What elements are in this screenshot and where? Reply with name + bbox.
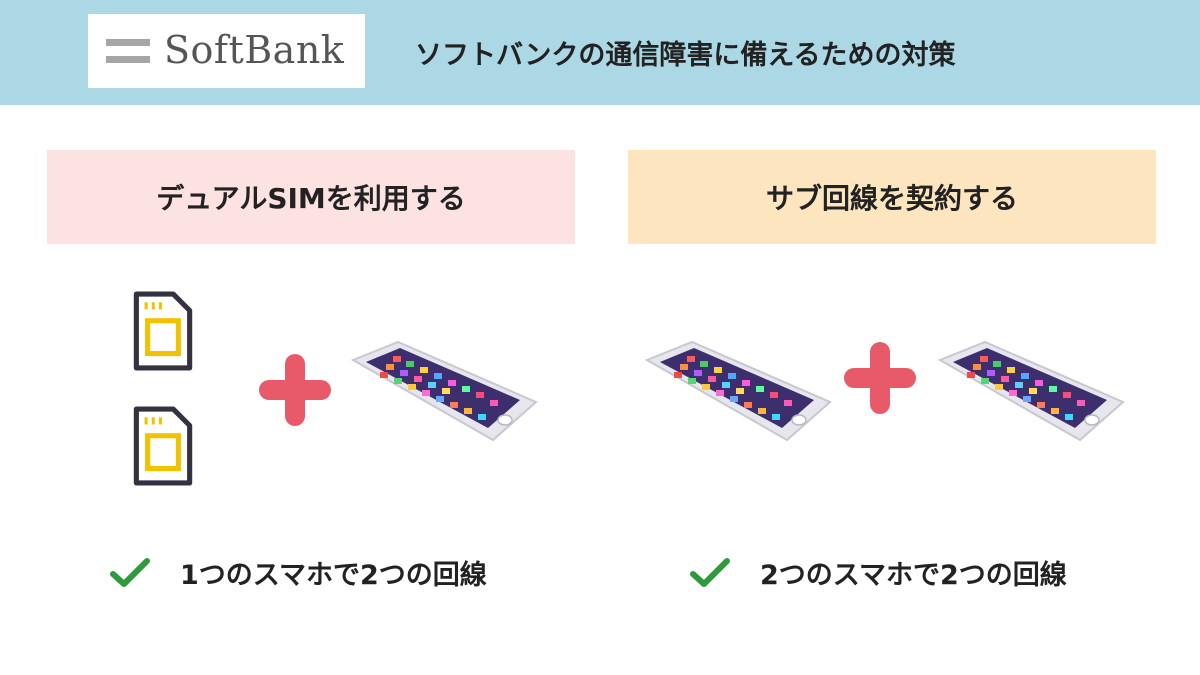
sim-card-icon (132, 290, 194, 372)
softbank-logo: SoftBank (88, 14, 365, 88)
right-bullet: 2つのスマホで2つの回線 (690, 553, 1067, 592)
plus-icon (840, 338, 920, 418)
left-bullet-text: 1つのスマホで2つの回線 (180, 560, 487, 591)
sub-line-label: サブ回線を契約する (765, 182, 1018, 215)
sub-line-panel: サブ回線を契約する (628, 150, 1156, 244)
dual-sim-label: デュアルSIMを利用する (156, 182, 466, 215)
checkmark-icon (110, 558, 150, 588)
header-banner: SoftBank ソフトバンクの通信障害に備えるための対策 (0, 0, 1200, 105)
smartphone-icon (935, 340, 1125, 450)
sim-card-icon (132, 405, 194, 487)
dual-sim-panel: デュアルSIMを利用する (47, 150, 575, 244)
logo-text: SoftBank (164, 28, 345, 72)
left-bullet: 1つのスマホで2つの回線 (110, 553, 487, 592)
logo-mark-icon (106, 39, 150, 73)
checkmark-icon (690, 558, 730, 588)
right-bullet-text: 2つのスマホで2つの回線 (760, 560, 1067, 591)
smartphone-icon (348, 340, 538, 450)
smartphone-icon (642, 340, 832, 450)
page-title: ソフトバンクの通信障害に備えるための対策 (415, 40, 956, 71)
plus-icon (255, 350, 335, 430)
